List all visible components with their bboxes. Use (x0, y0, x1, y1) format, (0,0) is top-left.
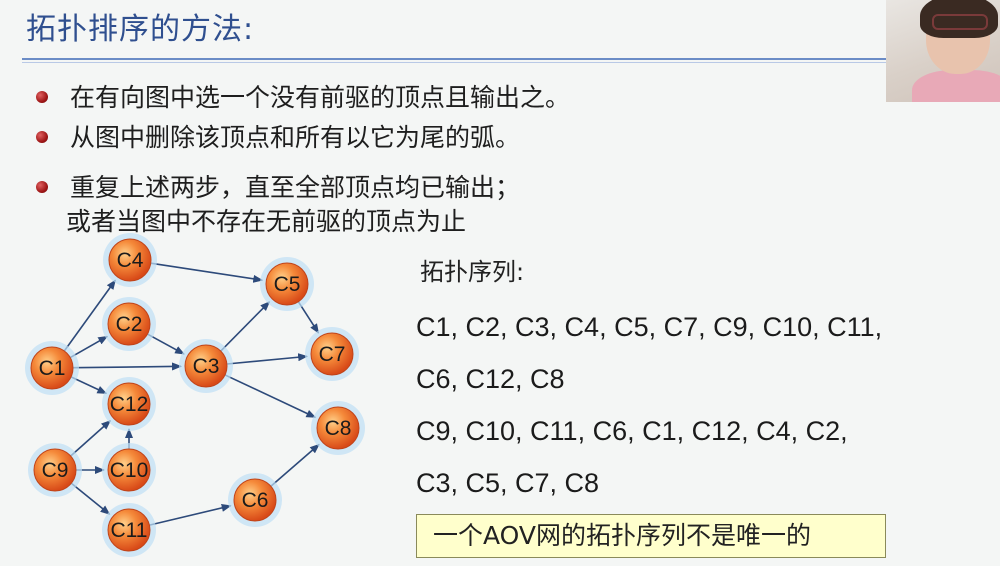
edge-c3-c5 (220, 301, 271, 352)
node-c3: C3 (179, 339, 233, 393)
title-underline-secondary (22, 62, 886, 63)
node-label: C4 (117, 249, 144, 272)
node-label: C6 (242, 489, 269, 512)
sequence1-line2: C6, C12, C8 (416, 364, 565, 394)
title-underline (22, 58, 886, 60)
edge-c1-c4 (63, 279, 117, 352)
edge-c6-c8 (270, 443, 320, 487)
sequence2-line1: C9, C10, C11, C6, C1, C12, C4, C2, (416, 416, 848, 446)
node-c12: C12 (102, 377, 156, 431)
node-c5: C5 (260, 257, 314, 311)
node-circle (107, 302, 151, 346)
bullet-text-1: 在有向图中选一个没有前驱的顶点且输出之。 (70, 83, 571, 112)
edge-c5-c7 (297, 301, 320, 334)
sequence2-line2: C3, C5, C7, C8 (416, 468, 600, 498)
node-c11: C11 (102, 503, 156, 557)
node-circle (107, 508, 151, 552)
edge-c2-c3 (147, 333, 185, 355)
webcam-presenter-glasses (932, 14, 988, 30)
webcam-presenter-body (912, 70, 1000, 102)
node-circle (107, 382, 151, 426)
node-c8: C8 (311, 401, 365, 455)
node-circle (33, 448, 77, 492)
node-c6: C6 (228, 473, 282, 527)
node-label: C5 (274, 273, 301, 296)
node-circle (184, 344, 228, 388)
node-circle (265, 262, 309, 306)
node-circle (310, 332, 354, 376)
edge-c1-c3 (72, 362, 183, 371)
node-c10: C10 (102, 443, 156, 497)
node-circle (30, 346, 74, 390)
edge-c3-c8 (224, 374, 317, 419)
bullet-text-2: 从图中删除该顶点和所有以它为尾的弧。 (70, 123, 521, 152)
edge-c3-c7 (226, 353, 309, 365)
node-label: C7 (319, 343, 346, 366)
node-circle (316, 406, 360, 450)
node-label: C9 (42, 459, 69, 482)
edge-c1-c12 (70, 376, 108, 395)
node-circle (108, 238, 152, 282)
edge-c9-c11 (70, 482, 111, 515)
bullet-text-3: 重复上述两步，直至全部顶点均已输出； (70, 173, 521, 202)
bullet-dot-3 (36, 181, 48, 193)
node-label: C1 (39, 357, 66, 380)
node-label: C2 (116, 313, 143, 336)
edge-c4-c5 (150, 262, 264, 283)
edge-c9-c12 (70, 419, 112, 457)
bullet-dot-2 (36, 131, 48, 143)
node-c7: C7 (305, 327, 359, 381)
note-box: 一个AOV网的拓扑序列不是唯一的 (416, 514, 886, 558)
edge-c1-c2 (69, 335, 109, 359)
node-circle (233, 478, 277, 522)
slide-title: 拓扑排序的方法: (26, 12, 255, 47)
node-label: C12 (110, 393, 149, 416)
bullet-dot-1 (36, 91, 48, 103)
graph-edges (63, 262, 320, 526)
webcam-overlay (886, 0, 1000, 102)
node-c2: C2 (102, 297, 156, 351)
edge-c11-c6 (149, 503, 232, 526)
node-label: C11 (111, 519, 148, 542)
sequence-heading: 拓扑序列: (420, 258, 525, 286)
sequence1-line1: C1, C2, C3, C4, C5, C7, C9, C10, C11, (416, 312, 883, 342)
bullet-text-3-continuation: 或者当图中不存在无前驱的顶点为止 (66, 207, 467, 236)
node-c1: C1 (25, 341, 79, 395)
node-circle (107, 448, 151, 492)
node-label: C10 (110, 459, 149, 482)
node-c9: C9 (28, 443, 82, 497)
node-label: C3 (193, 355, 220, 378)
node-c4: C4 (103, 233, 157, 287)
node-label: C8 (325, 417, 352, 440)
